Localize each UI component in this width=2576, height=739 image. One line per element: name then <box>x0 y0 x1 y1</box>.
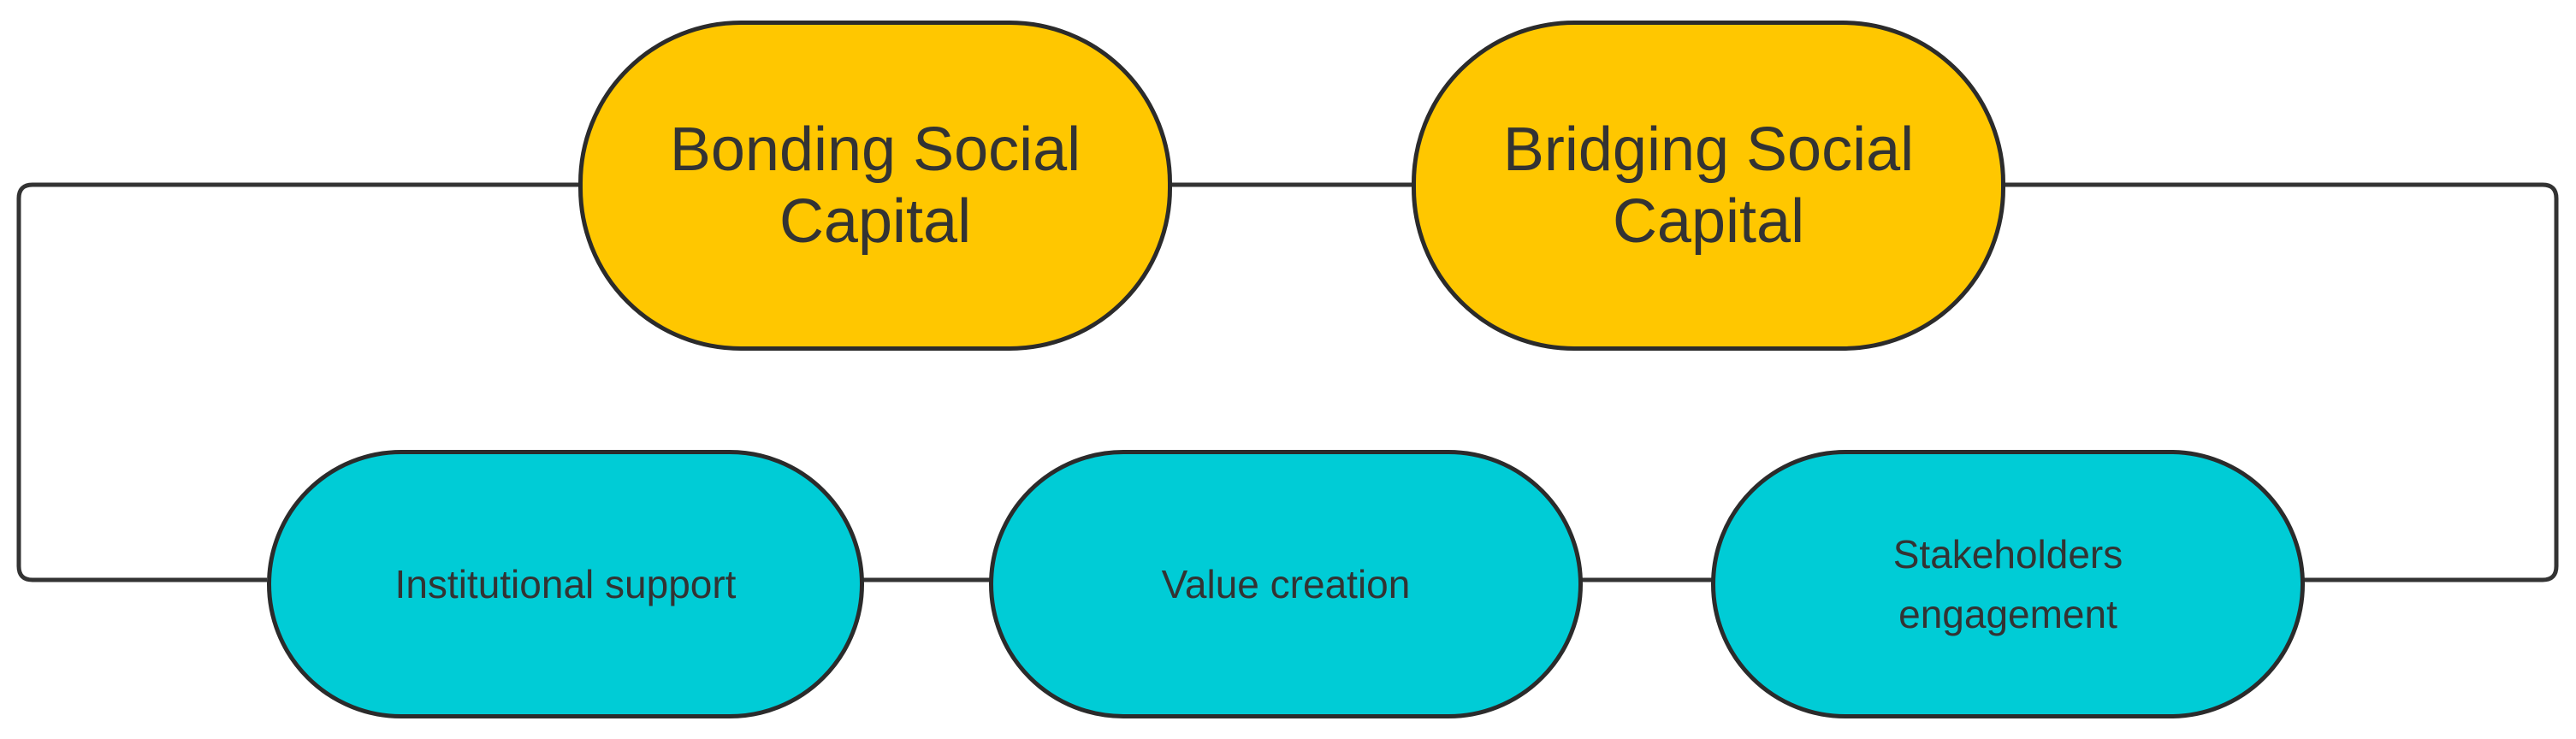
node-label: Value creation <box>1161 562 1411 606</box>
node-stakeholders-engagement: Stakeholders engagement <box>1711 450 2305 718</box>
node-label: Institutional support <box>394 562 737 606</box>
node-institutional-support: Institutional support <box>267 450 864 718</box>
connector-left-side <box>16 198 267 582</box>
node-value-creation: Value creation <box>989 450 1583 718</box>
node-label: Bonding Social Capital <box>669 115 1081 256</box>
connector-top-right <box>2004 182 2559 199</box>
connector-right-side <box>2303 198 2559 582</box>
connector-top-left <box>16 182 580 199</box>
node-label: Stakeholders engagement <box>1892 532 2123 636</box>
node-bridging-social-capital: Bridging Social Capital <box>1412 21 2005 351</box>
node-bonding-social-capital: Bonding Social Capital <box>578 21 1172 351</box>
node-label: Bridging Social Capital <box>1502 115 1915 256</box>
